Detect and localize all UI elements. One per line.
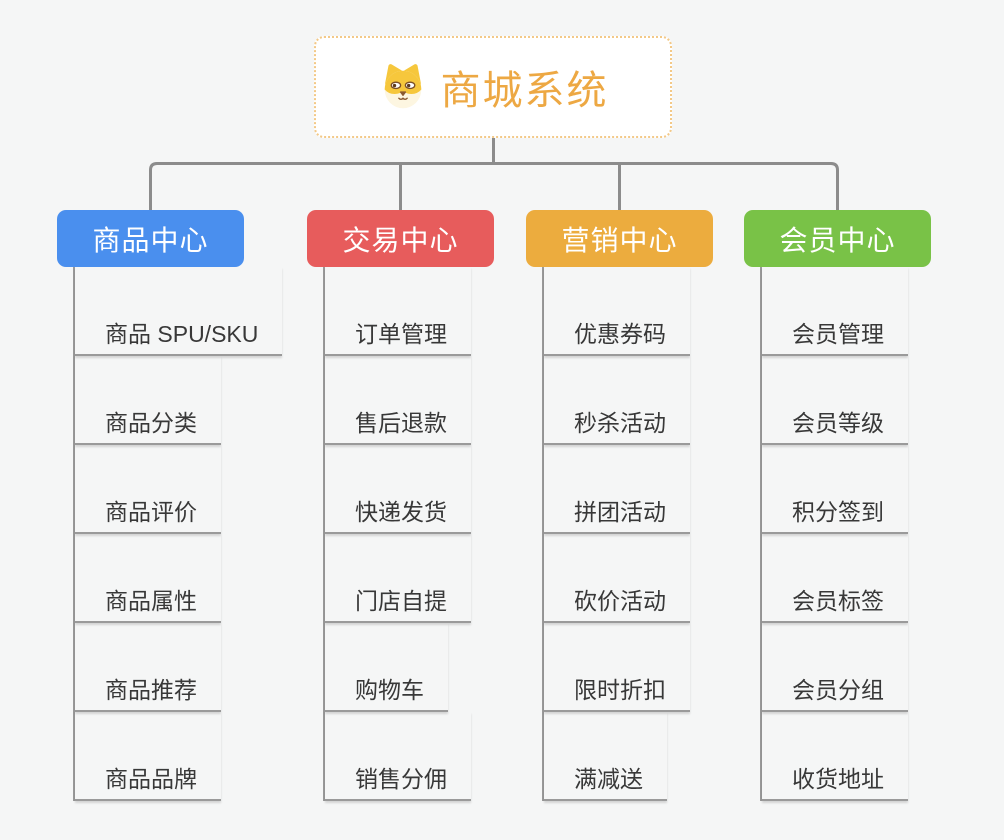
mindmap-node[interactable]: 收货地址 [762, 712, 908, 801]
mindmap-node[interactable]: 积分签到 [762, 445, 908, 534]
branch-header-marketing-center[interactable]: 营销中心 [526, 210, 713, 267]
mindmap-node[interactable]: 商品属性 [75, 534, 221, 623]
dog-icon [384, 64, 421, 109]
mindmap-node[interactable]: 会员标签 [762, 534, 908, 623]
mindmap-node[interactable]: 秒杀活动 [544, 356, 690, 445]
mindmap-node[interactable]: 拼团活动 [544, 445, 690, 534]
mindmap-node[interactable]: 商品推荐 [75, 623, 221, 712]
mindmap-node[interactable]: 商品分类 [75, 356, 221, 445]
branch-marketing-center: 营销中心 优惠券码 秒杀活动 拼团活动 砍价活动 限时折扣 满减送 [526, 210, 713, 801]
mindmap-node[interactable]: 订单管理 [325, 267, 471, 356]
mindmap-node[interactable]: 满减送 [544, 712, 667, 801]
root-title: 商城系统 [440, 69, 609, 113]
branch-member-center: 会员中心 会员管理 会员等级 积分签到 会员标签 会员分组 收货地址 [744, 210, 931, 801]
branch-list: 会员管理 会员等级 积分签到 会员标签 会员分组 收货地址 [760, 267, 908, 801]
mindmap-node[interactable]: 会员管理 [762, 267, 908, 356]
branch-list: 优惠券码 秒杀活动 拼团活动 砍价活动 限时折扣 满减送 [542, 267, 690, 801]
branch-trade-center: 交易中心 订单管理 售后退款 快递发货 门店自提 购物车 销售分佣 [307, 210, 494, 801]
mindmap-node[interactable]: 优惠券码 [544, 267, 690, 356]
branch-header-trade-center[interactable]: 交易中心 [307, 210, 494, 267]
root-node-mall-system[interactable]: 商城系统 [314, 36, 672, 138]
mindmap-node[interactable]: 限时折扣 [544, 623, 690, 712]
mindmap-node[interactable]: 砍价活动 [544, 534, 690, 623]
branch-bus-line [149, 162, 839, 210]
branch-header-member-center[interactable]: 会员中心 [744, 210, 931, 267]
mindmap-node[interactable]: 购物车 [325, 623, 448, 712]
mindmap-node[interactable]: 商品 SPU/SKU [75, 267, 283, 356]
mindmap-node[interactable]: 商品评价 [75, 445, 221, 534]
mindmap-node[interactable]: 会员等级 [762, 356, 908, 445]
mindmap-node[interactable]: 快递发货 [325, 445, 471, 534]
branch-list: 商品 SPU/SKU 商品分类 商品评价 商品属性 商品推荐 商品品牌 [73, 267, 283, 801]
branch-product-center: 商品中心 商品 SPU/SKU 商品分类 商品评价 商品属性 商品推荐 商品品牌 [57, 210, 283, 801]
branch-list: 订单管理 售后退款 快递发货 门店自提 购物车 销售分佣 [323, 267, 471, 801]
mindmap-node[interactable]: 门店自提 [325, 534, 471, 623]
mindmap-node[interactable]: 销售分佣 [325, 712, 471, 801]
mindmap-node[interactable]: 会员分组 [762, 623, 908, 712]
mindmap-node[interactable]: 售后退款 [325, 356, 471, 445]
branch-header-product-center[interactable]: 商品中心 [57, 210, 244, 267]
mindmap-node[interactable]: 商品品牌 [75, 712, 221, 801]
